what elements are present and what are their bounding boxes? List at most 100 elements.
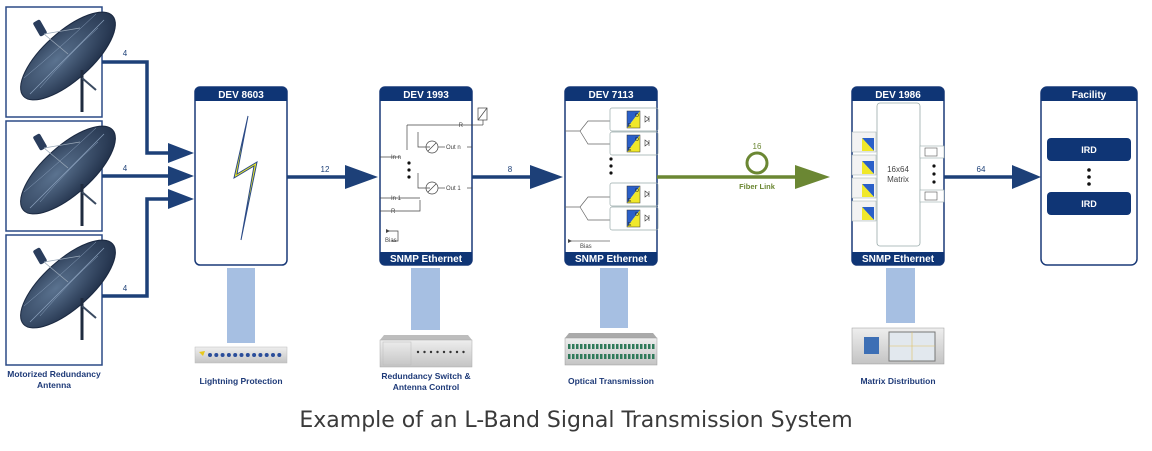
connector-icon [592,344,595,349]
connector-icon [208,353,212,357]
connector-icon [636,354,639,359]
antenna-1 [5,0,131,118]
connector-icon [592,354,595,359]
switch-schematic [380,107,488,242]
connector-icon [648,354,651,359]
antenna-arrows [168,143,194,209]
fiber-count: 16 [753,142,762,151]
connector-icon [628,354,631,359]
connector-icon [600,354,603,359]
svg-text:E: E [628,198,632,204]
connector-icon [624,354,627,359]
connector-icon [600,344,603,349]
device-dev8603: DEV 8603 [194,86,288,266]
eo-converter-icon [626,209,641,228]
svg-text:Out n: Out n [446,145,461,151]
connector-grid [568,344,655,359]
arrow-icon [1012,165,1041,189]
connector-icon [580,344,583,349]
lightning-bolt-icon [233,115,258,241]
device-dev1986: DEV 1986 SNMP Ethernet 16x64 Matrix [851,86,945,266]
svg-text:Bias: Bias [580,244,592,250]
caption-optical-transmission: Optical Transmission [568,376,654,386]
ird-bottom [1047,192,1131,215]
connector-icon [648,344,651,349]
svg-text:Out 1: Out 1 [446,186,461,192]
connector-icon [644,344,647,349]
antenna-3 [5,224,131,366]
device-stems [227,268,915,343]
caption-lightning-protection: Lightning Protection [199,376,283,386]
svg-text:O: O [635,137,639,143]
matrix-router-image [851,327,945,365]
connector-icon [584,344,587,349]
laser-diode-icon [644,115,650,222]
connector-icon [277,353,282,357]
device-title: DEV 7113 [588,90,633,101]
device-title: DEV 1993 [403,90,449,101]
device-footer: SNMP Ethernet [862,254,935,265]
svg-text:O: O [635,188,639,194]
keypad-display [864,337,879,354]
link-antenna-3 [102,197,180,298]
connector-icon [616,354,619,359]
connector-icon [608,344,611,349]
connector-icon [612,344,615,349]
caption-redundancy-switch: Redundancy Switch & Antenna Control [381,371,471,392]
connector-icon [608,354,611,359]
eo-converter-icon [626,134,641,153]
oe-receivers [851,131,877,222]
ird-top [1047,138,1131,161]
connector-icon [620,354,623,359]
connector-row [416,350,465,354]
connector-icon [239,353,244,357]
svg-text:IRD: IRD [1081,199,1097,209]
svg-text:O: O [635,113,639,119]
device-footer: SNMP Ethernet [575,254,648,265]
arrow-icon [795,165,830,189]
connector-icon [624,344,627,349]
antenna-label: Motorized Redundancy Antenna [7,369,101,390]
svg-text:Bias: Bias [385,238,397,244]
connector-icon [632,354,635,359]
connector-icon [640,344,643,349]
link-count-antenna-1: 4 [123,49,128,58]
arrow-icon [168,143,194,163]
connector-icon [628,344,631,349]
link-count-64: 64 [977,165,986,174]
caption-matrix-distribution: Matrix Distribution [860,376,936,386]
connector-icon [252,353,257,357]
arrow-icon [345,165,378,189]
svg-text:R: R [459,123,464,129]
oe-converter-icon [851,200,877,222]
connector-icon [416,350,420,354]
arrow-icon [386,229,390,233]
device-footer: SNMP Ethernet [390,254,463,265]
connector-icon [652,354,655,359]
redundancy-switch-image [379,335,473,368]
svg-text:Matrix: Matrix [887,175,909,184]
link-antenna-1 [102,60,180,155]
connector-icon [423,350,426,354]
connector-icon [584,354,587,359]
antenna-links [102,60,180,298]
matrix-block [876,102,921,247]
antenna-2 [5,110,131,232]
connector-icon [442,350,446,354]
oe-converter-icon [851,131,877,153]
connector-icon [214,353,219,357]
eo-converter-icon [626,110,641,129]
connector-icon [596,354,599,359]
fiber-loop-icon [745,151,769,175]
connector-icon [576,344,579,349]
connector-icon [220,353,225,357]
svg-text:E: E [628,222,632,228]
connector-icon [604,354,607,359]
connector-icon [616,344,619,349]
signal-diagram: 4 4 4 DEV 8603 12 DEV 1993 SNMP Ethernet [5,0,1138,368]
splitter-icon [924,147,938,157]
link-count-8: 8 [508,165,513,174]
svg-text:E: E [628,123,632,129]
svg-text:16x64: 16x64 [887,165,909,174]
connector-icon [455,350,459,354]
